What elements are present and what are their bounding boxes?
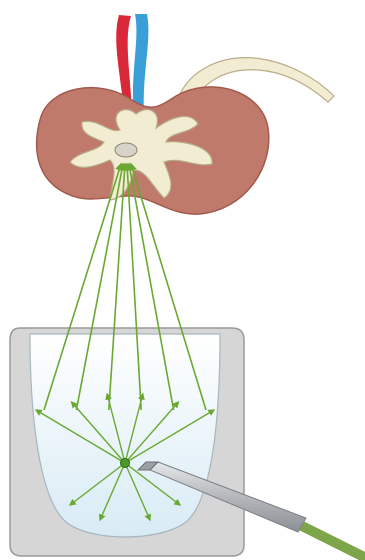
probe-cable (300, 525, 362, 556)
kidney-stone (115, 143, 137, 157)
focal-point (121, 459, 130, 468)
renal-vein (133, 14, 148, 114)
reflector-housing (10, 328, 244, 556)
kidney (37, 14, 334, 214)
